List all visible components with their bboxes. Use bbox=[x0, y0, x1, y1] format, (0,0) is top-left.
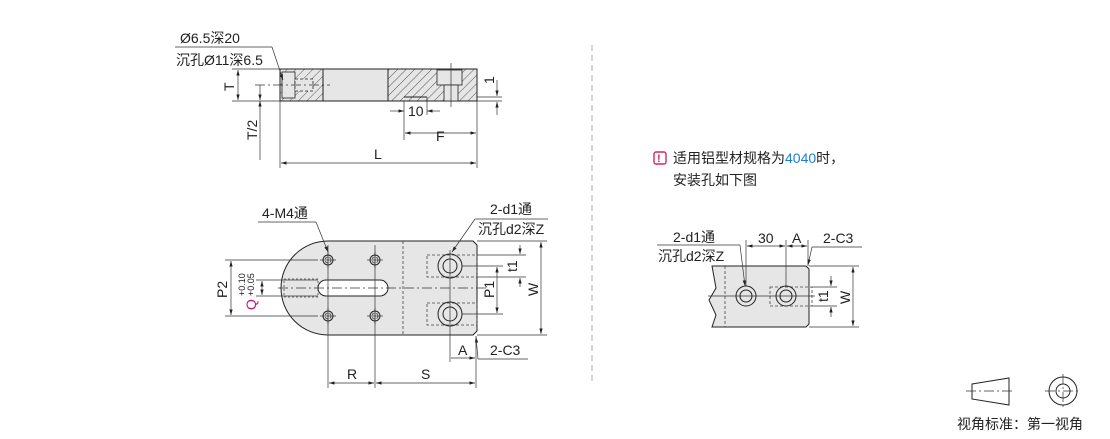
dim-T-half: T/2 bbox=[244, 120, 260, 140]
right-counterbore bbox=[436, 69, 463, 86]
note-line-1: 适用铝型材规格为4040时， bbox=[673, 150, 844, 166]
profile-d1-label: 2-d1通 bbox=[673, 229, 715, 245]
exclamation-icon bbox=[653, 151, 667, 165]
profile-dim-A: A bbox=[792, 230, 802, 246]
profile-dim-t1: t1 bbox=[815, 290, 831, 302]
q-tol-upper: +0.10 bbox=[237, 273, 247, 296]
m4-label: 4-M4通 bbox=[262, 205, 308, 221]
dim-R: R bbox=[347, 366, 357, 382]
projection-label: 视角标准：第一视角 bbox=[957, 416, 1083, 432]
profile-plate bbox=[708, 265, 810, 328]
dim-30: 30 bbox=[758, 230, 774, 246]
d1-label: 2-d1通 bbox=[490, 201, 532, 217]
hole-spec-1: Ø6.5深20 bbox=[180, 30, 240, 46]
dim-P2: P2 bbox=[214, 281, 230, 298]
dim-F: F bbox=[436, 128, 445, 144]
chamfer-label: 2-C3 bbox=[490, 342, 521, 358]
q-tol-lower: +0.05 bbox=[246, 273, 256, 296]
profile-chamfer-label: 2-C3 bbox=[823, 230, 854, 246]
hole-spec-2: 沉孔Ø11深6.5 bbox=[176, 52, 263, 68]
dim-1: 1 bbox=[481, 76, 497, 84]
dim-Q: Q bbox=[243, 299, 259, 310]
profile-d2-label: 沉孔d2深Z bbox=[658, 248, 725, 264]
d2-label: 沉孔d2深Z bbox=[478, 221, 545, 237]
dim-T: T bbox=[221, 82, 237, 91]
side-view: Ø6.5深20 沉孔Ø11深6.5 T T/2 10 F L 1 bbox=[175, 30, 502, 168]
profile-view: 30 A 2-C3 2-d1通 沉孔d2深Z t1 W bbox=[657, 229, 862, 328]
dim-10: 10 bbox=[408, 103, 424, 119]
dim-W: W bbox=[525, 282, 541, 296]
dim-A: A bbox=[458, 342, 468, 358]
right-section-hatch bbox=[387, 68, 478, 102]
dim-L: L bbox=[374, 146, 382, 162]
dim-t1: t1 bbox=[504, 260, 520, 272]
svg-text:!: ! bbox=[657, 153, 661, 165]
profile-dim-W: W bbox=[837, 290, 853, 304]
dim-P1: P1 bbox=[481, 281, 497, 298]
note: ! 适用铝型材规格为4040时， 安装孔如下图 bbox=[653, 150, 844, 188]
note-line-2: 安装孔如下图 bbox=[673, 172, 757, 188]
first-angle-projection-symbol: 视角标准：第一视角 bbox=[957, 374, 1083, 432]
plan-view: 4-M4通 2-d1通 沉孔d2深Z P2 Q +0.10 +0.05 P1 t… bbox=[214, 201, 548, 388]
dim-S: S bbox=[421, 366, 430, 382]
slot-region bbox=[322, 68, 389, 102]
